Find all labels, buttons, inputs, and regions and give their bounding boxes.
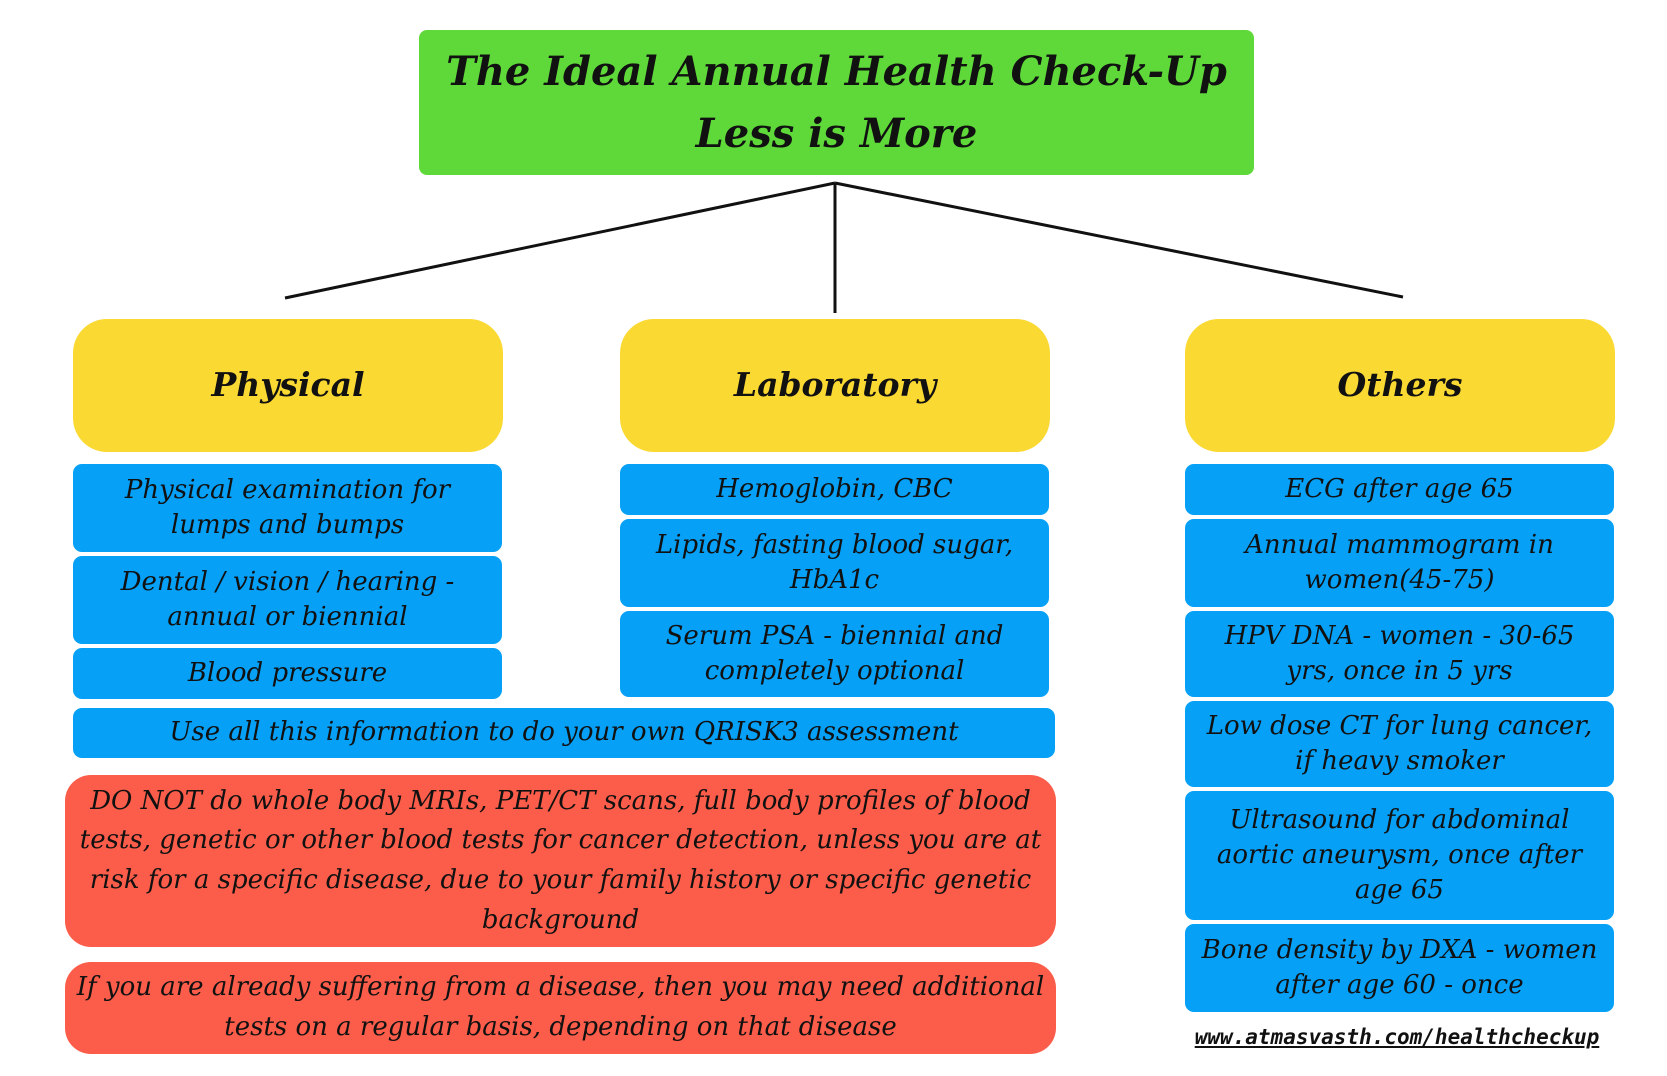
physical-item-dental: Dental / vision / hearing - annual or bi… xyxy=(71,554,504,646)
category-physical: Physical xyxy=(73,319,503,452)
category-others: Others xyxy=(1185,319,1615,452)
others-item-hpv: HPV DNA - women - 30-65 yrs, once in 5 y… xyxy=(1183,609,1616,699)
others-item-mammogram: Annual mammogram in women(45-75) xyxy=(1183,517,1616,609)
warning-existing-disease: If you are already suffering from a dise… xyxy=(65,962,1056,1054)
lab-item-psa: Serum PSA - biennial and completely opti… xyxy=(618,609,1051,699)
connector-to-physical xyxy=(284,181,836,300)
physical-item-exam: Physical examination for lumps and bumps xyxy=(71,462,504,554)
physical-item-blood-pressure: Blood pressure xyxy=(71,646,504,701)
lab-item-hemoglobin: Hemoglobin, CBC xyxy=(618,462,1051,517)
warning-no-whole-body-scans: DO NOT do whole body MRIs, PET/CT scans,… xyxy=(65,775,1056,947)
others-item-ultrasound: Ultrasound for abdominal aortic aneurysm… xyxy=(1183,789,1616,922)
others-item-ecg: ECG after age 65 xyxy=(1183,462,1616,517)
lab-item-lipids: Lipids, fasting blood sugar, HbA1c xyxy=(618,517,1051,609)
qrisk-note: Use all this information to do your own … xyxy=(71,706,1057,760)
connector-to-others xyxy=(834,181,1404,299)
source-url: www.atmasvasth.com/healthcheckup xyxy=(1194,1025,1600,1049)
diagram-title: The Ideal Annual Health Check-Up Less is… xyxy=(419,30,1254,175)
category-laboratory: Laboratory xyxy=(620,319,1050,452)
others-item-bone-density: Bone density by DXA - women after age 60… xyxy=(1183,922,1616,1014)
title-line-1: The Ideal Annual Health Check-Up xyxy=(446,47,1227,95)
others-item-low-dose-ct: Low dose CT for lung cancer, if heavy sm… xyxy=(1183,699,1616,789)
title-line-2: Less is More xyxy=(695,109,978,157)
